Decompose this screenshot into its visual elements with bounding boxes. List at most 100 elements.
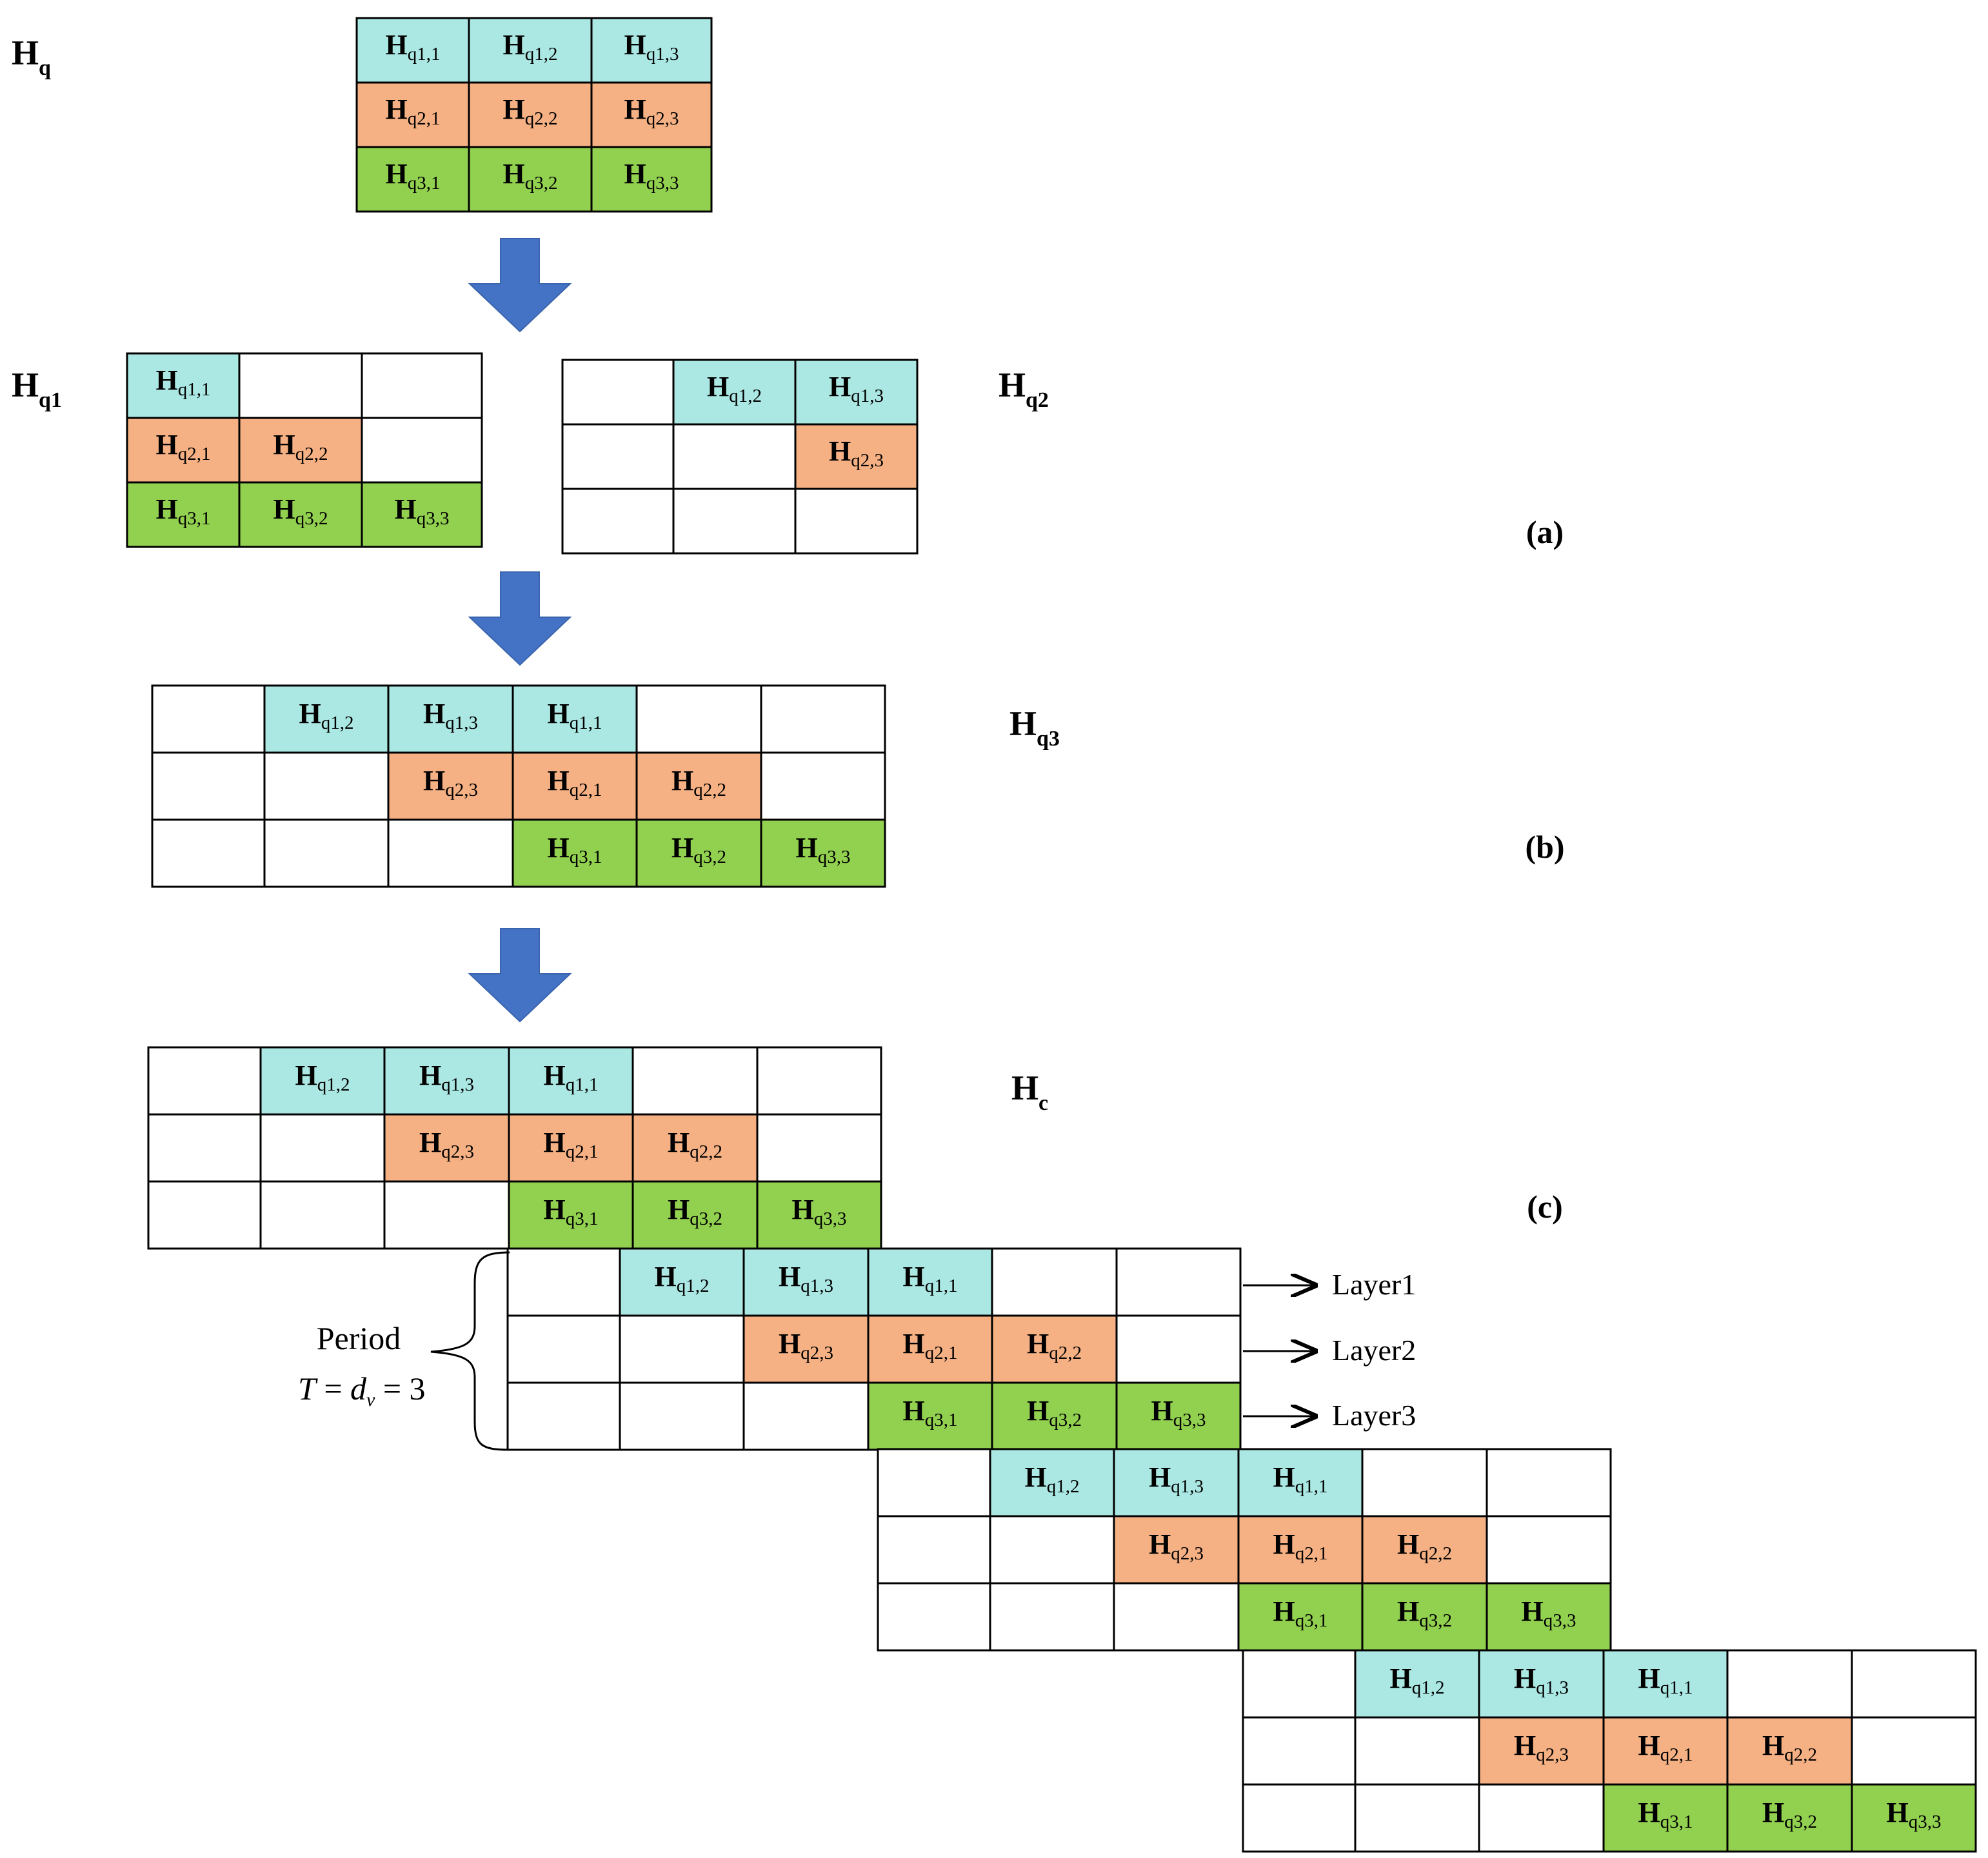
symbol-letter: H bbox=[299, 698, 321, 729]
matrix-cell-empty bbox=[1726, 1649, 1853, 1719]
symbol-subscript: q2,2 bbox=[1419, 1543, 1452, 1564]
cell-label-q2-1: Hq2,1 bbox=[386, 94, 441, 129]
symbol-subscript: q1,2 bbox=[1412, 1677, 1445, 1698]
cell-label-q3-2: Hq3,2 bbox=[273, 493, 328, 529]
symbol-subscript: q1,2 bbox=[321, 713, 354, 733]
symbol-subscript: q2,1 bbox=[570, 780, 602, 800]
down-arrow-icon-2 bbox=[468, 571, 572, 666]
layer-label-3: Layer3 bbox=[1332, 1399, 1416, 1432]
symbol-letter: H bbox=[792, 1194, 814, 1225]
symbol-letter: H bbox=[671, 765, 693, 796]
matrix-cell-q1-1 bbox=[867, 1247, 993, 1317]
matrix-cell-empty bbox=[561, 359, 675, 426]
symbol-letter: H bbox=[1887, 1797, 1909, 1828]
symbol-subscript: q1,1 bbox=[408, 44, 441, 64]
matrix-cell-q3-3 bbox=[590, 146, 713, 213]
symbol-subscript: q1,3 bbox=[800, 1276, 833, 1296]
symbol-subscript: q2,1 bbox=[566, 1141, 599, 1162]
matrix-cell-q3-2 bbox=[468, 146, 593, 213]
symbol-subscript: q3,1 bbox=[178, 508, 211, 529]
cell-label-q1-2: Hq1,2 bbox=[295, 1060, 350, 1095]
matrix-cell-empty bbox=[259, 1113, 386, 1183]
matrix-cell-empty bbox=[1354, 1783, 1480, 1853]
symbol-subscript: q1,3 bbox=[445, 713, 478, 733]
cell-label-q1-1: Hq1,1 bbox=[1638, 1663, 1693, 1698]
matrix-cell-empty bbox=[1242, 1649, 1357, 1719]
cell-label-q2-2: Hq2,2 bbox=[1397, 1528, 1452, 1564]
matrix-cell-q2-3 bbox=[1478, 1716, 1605, 1786]
symbol-letter: H bbox=[1397, 1528, 1419, 1560]
symbol-subscript: q2,2 bbox=[1049, 1343, 1082, 1363]
symbol-subscript: q2,2 bbox=[295, 444, 328, 464]
cell-label-q3-2: Hq3,2 bbox=[503, 158, 558, 193]
symbol-subscript: q3,1 bbox=[408, 173, 441, 193]
symbol-letter: H bbox=[671, 832, 693, 864]
matrix-cell-q3-3 bbox=[1851, 1783, 1977, 1853]
symbol-letter: H bbox=[386, 158, 408, 190]
symbol-letter: H bbox=[1514, 1663, 1536, 1694]
cell-label-q3-1: Hq3,1 bbox=[544, 1194, 599, 1229]
symbol-letter: H bbox=[1638, 1730, 1660, 1761]
cell-label-q1-3: Hq1,3 bbox=[779, 1261, 833, 1296]
symbol-letter: H bbox=[829, 435, 851, 467]
matrix-cell-empty bbox=[387, 818, 514, 888]
symbol-subscript: q2,2 bbox=[525, 108, 558, 129]
matrix-cell-q3-1 bbox=[1602, 1783, 1729, 1853]
symbol-letter: H bbox=[544, 1194, 566, 1225]
symbol-subscript: q1,3 bbox=[1171, 1476, 1204, 1497]
symbol-letter: H bbox=[386, 29, 408, 61]
cell-label-q3-2: Hq3,2 bbox=[1027, 1395, 1082, 1430]
matrix-cell-q2-3 bbox=[590, 81, 713, 148]
symbol-letter: H bbox=[1273, 1461, 1295, 1493]
symbol-subscript: q1,1 bbox=[178, 379, 211, 400]
matrix-cell-empty bbox=[151, 684, 266, 754]
symbol-letter: H bbox=[796, 832, 818, 864]
symbol-subscript: q3,2 bbox=[295, 508, 328, 529]
matrix-cell-q3-2 bbox=[635, 818, 762, 888]
label-hq: Hq bbox=[12, 34, 51, 80]
matrix-cell-empty bbox=[1242, 1783, 1357, 1853]
matrix-cell-q3-1 bbox=[355, 146, 470, 213]
cell-label-q2-2: Hq2,2 bbox=[1762, 1730, 1817, 1765]
symbol-subscript: q2,3 bbox=[851, 450, 884, 471]
matrix-cell-empty bbox=[361, 352, 483, 419]
matrix-cell-empty bbox=[877, 1582, 991, 1652]
cell-label-q2-2: Hq2,2 bbox=[503, 94, 558, 129]
matrix-cell-q3-1 bbox=[508, 1180, 634, 1250]
down-arrow-icon-1 bbox=[468, 238, 572, 333]
symbol-letter: H bbox=[668, 1194, 690, 1225]
matrix-cell-empty bbox=[1851, 1716, 1977, 1786]
symbol-letter: H bbox=[423, 698, 445, 729]
symbol-letter: H bbox=[548, 832, 570, 864]
symbol-subscript: q1,2 bbox=[1047, 1476, 1080, 1497]
symbol-letter: H bbox=[503, 29, 525, 61]
symbol-subscript: q2,3 bbox=[441, 1141, 474, 1162]
cell-label-q1-1: Hq1,1 bbox=[156, 364, 211, 400]
matrix-cell-q3-1 bbox=[512, 818, 638, 888]
matrix-cell-q1-3 bbox=[794, 359, 919, 426]
symbol-letter: H bbox=[1273, 1596, 1295, 1627]
symbol-subscript: q3,3 bbox=[1909, 1812, 1942, 1832]
cell-label-q1-1: Hq1,1 bbox=[903, 1261, 958, 1296]
symbol-subscript: q1,1 bbox=[1295, 1476, 1328, 1497]
matrix-cell-empty bbox=[506, 1381, 621, 1451]
symbol-subscript: q2,1 bbox=[1295, 1543, 1328, 1564]
symbol-letter: H bbox=[1522, 1596, 1544, 1627]
matrix-cell-q2-1 bbox=[508, 1113, 634, 1183]
cell-label-q1-3: Hq1,3 bbox=[1514, 1663, 1569, 1698]
symbol-subscript: q3,1 bbox=[1295, 1610, 1328, 1631]
label-hc: Hc bbox=[1011, 1069, 1048, 1115]
matrix-cell-empty bbox=[238, 352, 363, 419]
cell-label-q2-1: Hq2,1 bbox=[903, 1328, 958, 1363]
symbol-subscript: q2,2 bbox=[1784, 1744, 1817, 1765]
matrix-cell-q1-1 bbox=[512, 684, 638, 754]
matrix-cell-q2-3 bbox=[383, 1113, 510, 1183]
symbol-subscript: q2,1 bbox=[178, 444, 211, 464]
matrix-cell-q2-3 bbox=[794, 423, 919, 490]
symbol-letter: H bbox=[903, 1261, 925, 1292]
cell-label-q3-2: Hq3,2 bbox=[671, 832, 726, 867]
